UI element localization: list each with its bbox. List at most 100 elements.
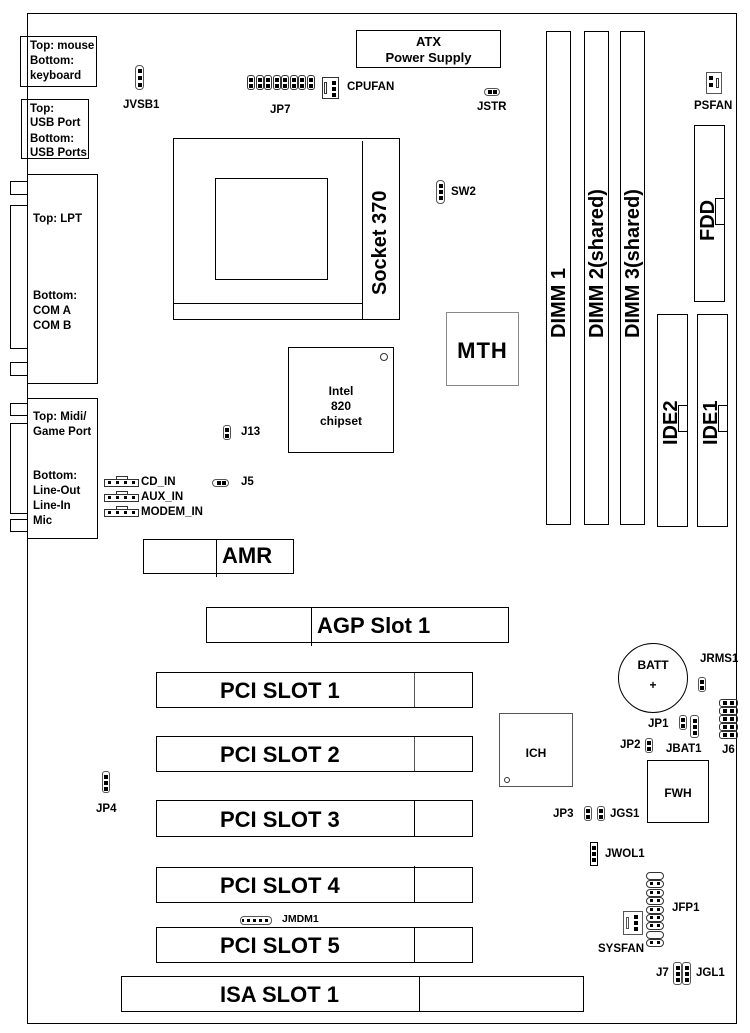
intel-820-chipset: Intel 820 chipset [288, 347, 394, 453]
jgl1-jumper[interactable] [682, 962, 691, 985]
jvsb1-jumper[interactable] [135, 65, 144, 90]
ps2-port-label: Top: mouse Bottom: keyboard [30, 39, 94, 84]
jp7-pin-pair [298, 75, 306, 90]
dimm-1-label: DIMM 1 [548, 268, 570, 338]
batt-label: BATT [637, 658, 669, 672]
pci-3-label: PCI SLOT 3 [220, 807, 340, 832]
jrms1-jumper[interactable] [698, 677, 706, 692]
jp7-pin-pair [264, 75, 272, 90]
fwh-chip: FWH [647, 760, 709, 823]
pci-4-divider [414, 866, 415, 902]
psfan-connector[interactable] [706, 72, 722, 94]
socket-370-label: Socket 370 [369, 190, 391, 295]
jp7-pin-pair [255, 75, 264, 90]
jfp1-pin-pair [646, 930, 664, 939]
sw2-switch[interactable] [436, 180, 445, 204]
jp2-label: JP2 [620, 739, 641, 751]
jp7-pin-pair [272, 75, 281, 90]
com-label: Bottom: COM A COM B [33, 289, 77, 334]
jp1-jumper[interactable] [679, 715, 687, 730]
chipset-label-line-2: 820 [330, 399, 352, 413]
jp2-jumper[interactable] [645, 738, 653, 753]
psfan-label: PSFAN [694, 100, 733, 112]
jmdm1-label: JMDM1 [282, 913, 319, 925]
ide2-key-notch [678, 405, 688, 432]
connector-key [116, 476, 128, 480]
ps2-label-line-3: keyboard [30, 70, 82, 82]
dimm-2-label: DIMM 2(shared) [586, 189, 608, 338]
jp4-jumper[interactable] [102, 771, 110, 793]
pci-1-divider [414, 673, 415, 707]
jgs1-jumper[interactable] [597, 806, 605, 821]
jrms1-label: JRMS1 [700, 653, 739, 665]
j13-jumper[interactable] [223, 425, 231, 440]
ps2-port-box [20, 36, 97, 87]
jbat1-jumper[interactable] [690, 715, 699, 738]
jfp1-header[interactable] [646, 872, 664, 948]
isa-divider [419, 977, 420, 1011]
pci-2-label: PCI SLOT 2 [220, 742, 340, 767]
connector-key [116, 506, 128, 510]
cd-in-connector[interactable] [104, 476, 139, 487]
jp4-label: JP4 [96, 803, 117, 815]
audio-label-line-4: Mic [33, 515, 53, 527]
ide1-key-notch [718, 405, 728, 432]
j5-jumper[interactable] [212, 479, 229, 487]
com-label-line-2: COM A [33, 305, 71, 317]
j6-header[interactable] [719, 699, 738, 739]
dimm-slot-1: DIMM 1 [546, 31, 571, 525]
lpt-tab-top [10, 181, 28, 195]
audio-connector-outer [10, 423, 28, 514]
jp7-pin-pair [281, 75, 289, 90]
lpt-com-block [27, 174, 98, 384]
jp7-pin-pair [306, 75, 315, 90]
jstr-jumper[interactable] [484, 88, 500, 96]
j13-label: J13 [241, 426, 261, 438]
fdd-connector: FDD [694, 125, 725, 302]
pci-slot-5: PCI SLOT 5 [156, 927, 473, 963]
jp3-jumper[interactable] [584, 806, 592, 821]
j5-label: J5 [241, 476, 254, 488]
usb-label-line-4: USB Ports [30, 147, 87, 159]
j7-label: J7 [656, 967, 669, 979]
mth-label: MTH [457, 338, 508, 363]
j6-pin-pair [719, 723, 738, 731]
jfp1-pin-pair [646, 872, 664, 880]
usb-port-label: Top: USB Port Bottom: USB Ports [30, 102, 87, 160]
agp-slot-1: AGP Slot 1 [206, 607, 509, 646]
connector-key [116, 491, 128, 495]
j6-label: J6 [722, 744, 735, 756]
jmdm1-header[interactable] [240, 916, 272, 925]
jvsb1-label: JVSB1 [123, 99, 160, 111]
j6-pin-pair [719, 699, 738, 707]
pci-3-divider [414, 801, 415, 836]
aux-in-connector[interactable] [104, 491, 139, 502]
pci-slot-2: PCI SLOT 2 [156, 736, 473, 772]
jwol1-connector[interactable] [590, 842, 598, 866]
jp7-label: JP7 [270, 104, 291, 116]
usb-label-line-2: USB Port [30, 117, 81, 129]
modem-in-connector[interactable] [104, 506, 139, 517]
audio-tab-top [10, 403, 28, 416]
sysfan-connector[interactable] [623, 911, 643, 935]
cpu-socket-370: Socket 370 [173, 138, 400, 320]
ich-pin1-marker [504, 777, 510, 783]
fwh-label: FWH [664, 786, 692, 800]
pci-slot-1: PCI SLOT 1 [156, 672, 473, 708]
dimm-3-label: DIMM 3(shared) [622, 189, 644, 338]
dimm-slot-3: DIMM 3(shared) [620, 31, 645, 525]
jp7-header[interactable] [247, 75, 315, 90]
j7-jumper[interactable] [673, 962, 682, 985]
jp3-label: JP3 [553, 808, 574, 820]
jstr-label: JSTR [477, 101, 507, 113]
mth-chip: MTH [446, 312, 519, 386]
chipset-label-line-3: chipset [319, 414, 362, 428]
usb-label-line-1: Top: [30, 103, 55, 115]
cpufan-connector[interactable] [322, 77, 339, 99]
socket-lever-rail [362, 141, 363, 319]
midi-label-line-2: Game Port [33, 426, 92, 438]
jfp1-pin-pair [646, 905, 664, 914]
batt-plus: + [649, 678, 657, 692]
isa-slot-1: ISA SLOT 1 [121, 976, 584, 1012]
atx-power-connector: ATX Power Supply [356, 30, 501, 68]
